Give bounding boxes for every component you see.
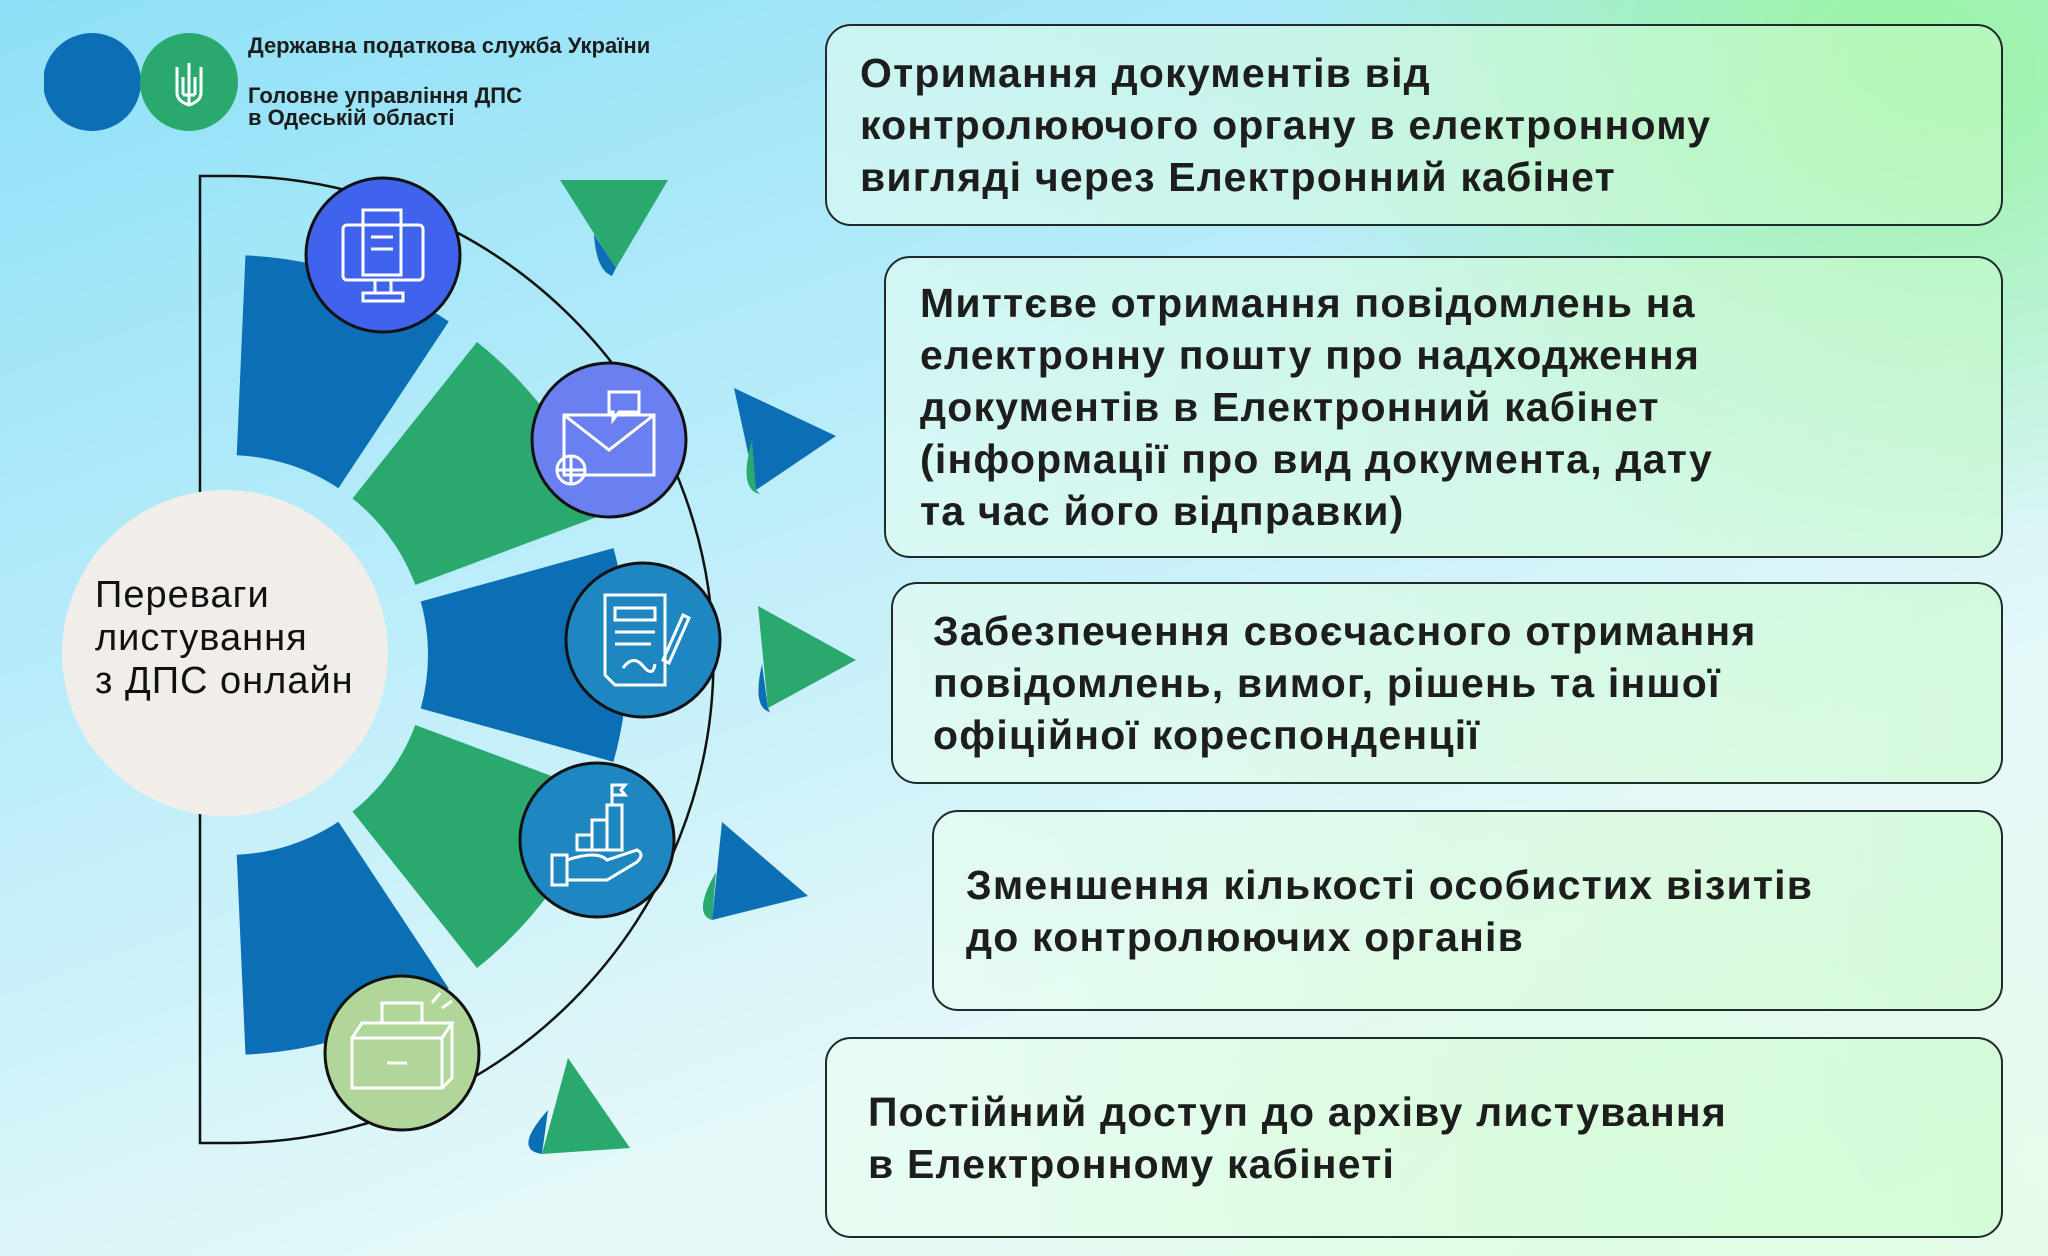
triangle-icon [560,180,668,268]
benefit-text: Забезпечення своєчасного отримання повід… [933,608,1757,758]
benefit-box-3: Забезпечення своєчасного отримання повід… [891,582,2003,784]
benefit-text: Постійний доступ до архіву листування в … [868,1088,1728,1187]
email-globe-icon [530,361,688,519]
decor-triangles [528,180,856,1154]
logo-circles-icon [43,33,238,131]
center-title-line1: Переваги [95,574,270,616]
department-line2: в Одеській області [248,105,455,130]
center-title-line2: листування [95,617,308,659]
wheel-segment [352,341,603,585]
benefit-box-5: Постійний доступ до архіву листування в … [825,1037,2003,1238]
triangle-icon [758,606,856,708]
triangle-icon [712,822,808,920]
benefit-text: Зменшення кількості особистих візитів до… [966,861,1814,960]
logo [43,33,244,131]
department-line1: Головне управління ДПС [248,83,522,108]
center-title: Переваги листування з ДПС онлайн [95,574,354,703]
benefit-text: Миттєве отримання повідомлень на електро… [920,280,1714,534]
wheel-segment [352,725,603,969]
benefit-box-2: Миттєве отримання повідомлень на електро… [884,256,2003,558]
computer-document-icon [304,176,462,334]
benefits-wheel [62,174,856,1154]
benefit-box-1: Отримання документів від контролюючого о… [825,24,2003,226]
benefit-box-4: Зменшення кількості особистих візитів до… [932,810,2003,1011]
archive-box-icon [323,974,481,1132]
trident-icon [175,63,203,107]
center-circle [62,490,388,816]
triangle-icon [542,1058,630,1154]
signed-document-icon [564,561,722,719]
benefit-text: Отримання документів від контролюючого о… [860,50,1712,200]
org-name: Державна податкова служба України [248,33,651,58]
center-title-line3: з ДПС онлайн [95,660,354,702]
triangle-icon [734,388,836,490]
hand-growth-chart-icon [518,761,676,919]
